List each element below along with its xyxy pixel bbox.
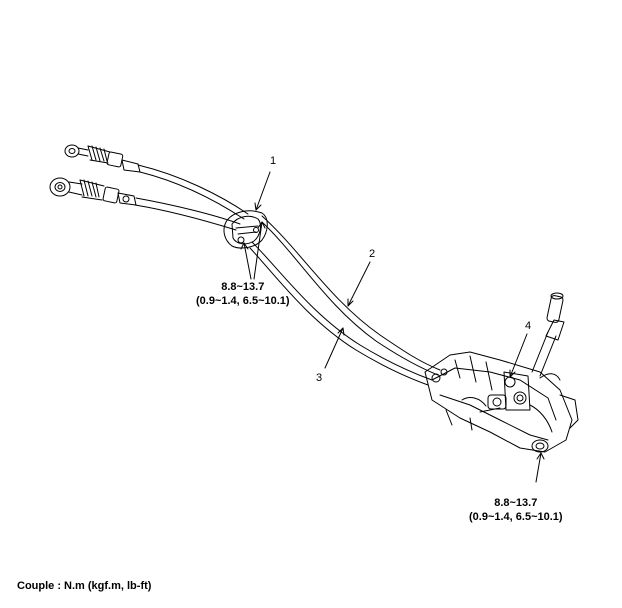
callout-1: 1 [270,155,277,167]
torque-spec-upper: 8.8~13.7 (0.9~1.4, 6.5~10.1) [196,280,290,308]
torque-spec-upper-alt-units: (0.9~1.4, 6.5~10.1) [196,295,290,307]
upper-cable-end [64,144,141,173]
lower-cable-end [49,177,137,206]
callout-2: 2 [369,248,376,260]
torque-spec-lower-value: 8.8~13.7 [494,497,538,509]
cable-grommet-bracket [223,210,268,249]
leader-lines [240,171,545,483]
callout-4: 4 [525,320,532,332]
torque-spec-upper-value: 8.8~13.7 [221,281,265,293]
cables-2-3 [249,215,441,386]
cable-routing [134,164,249,231]
shift-lever-assembly [424,292,579,453]
units-footer-note: Couple : N.m (kgf.m, lb-ft) [17,580,152,592]
torque-spec-lower: 8.8~13.7 (0.9~1.4, 6.5~10.1) [469,496,563,524]
callout-3: 3 [316,372,323,384]
torque-spec-lower-alt-units: (0.9~1.4, 6.5~10.1) [469,511,563,523]
